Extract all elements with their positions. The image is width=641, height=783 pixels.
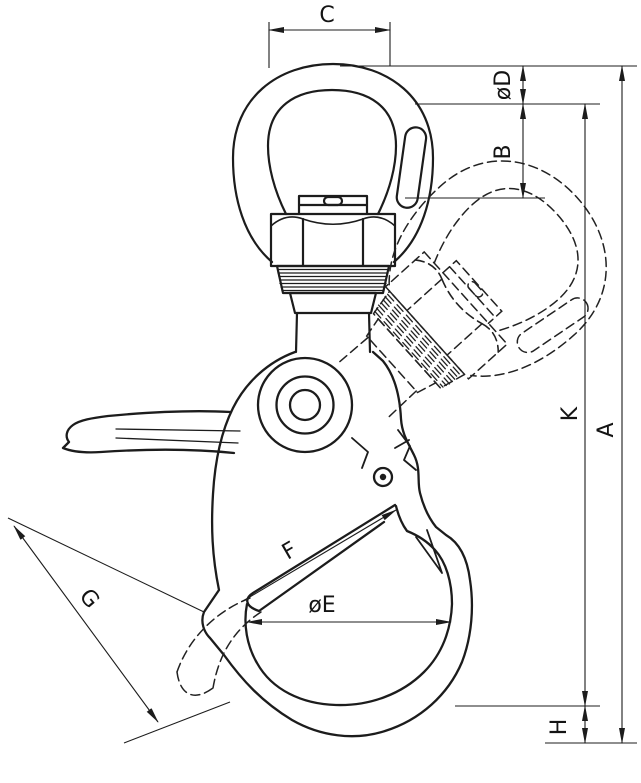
dim-label-g: G [74, 584, 104, 613]
dimension-e: øE [246, 593, 452, 625]
pivot-bore [288, 388, 322, 422]
latch-pivot [372, 466, 394, 488]
dim-label-e: øE [308, 593, 335, 618]
dimension-a: A [594, 65, 625, 744]
dim-label-k: K [558, 406, 583, 421]
dim-label-b: B [491, 144, 516, 159]
dim-label-h: H [547, 719, 572, 736]
dimension-c: C [268, 3, 391, 68]
dimension-k: K [558, 103, 588, 707]
hook-bowl-inner [244, 504, 454, 707]
phantom-open-latch [176, 597, 262, 696]
dimension-d: øD [491, 65, 526, 105]
dimension-b: B [491, 103, 526, 199]
swivel-assembly [231, 62, 435, 354]
g-extension-upper [7, 517, 205, 613]
pivot-boss-mid [275, 375, 335, 435]
dimension-g: G [7, 517, 231, 744]
dim-label-f: F [278, 537, 301, 565]
lock-mechanism [351, 429, 443, 574]
hook-outer-contour [201, 350, 474, 738]
safety-latch-gate [246, 503, 397, 613]
dim-label-d: øD [491, 70, 516, 100]
dim-label-a: A [594, 422, 619, 437]
dim-label-c: C [319, 3, 334, 28]
dimension-h: H [547, 705, 588, 744]
g-extension-lower [123, 701, 231, 744]
dimensions: C øD B K A H [7, 3, 637, 744]
trigger-lever [61, 410, 241, 455]
dimension-f: F [242, 509, 397, 602]
latch-pivot-pin [379, 473, 387, 481]
latch-seat-mark [415, 529, 443, 574]
pivot-boss-outer [256, 356, 354, 454]
hook-body [61, 350, 474, 738]
